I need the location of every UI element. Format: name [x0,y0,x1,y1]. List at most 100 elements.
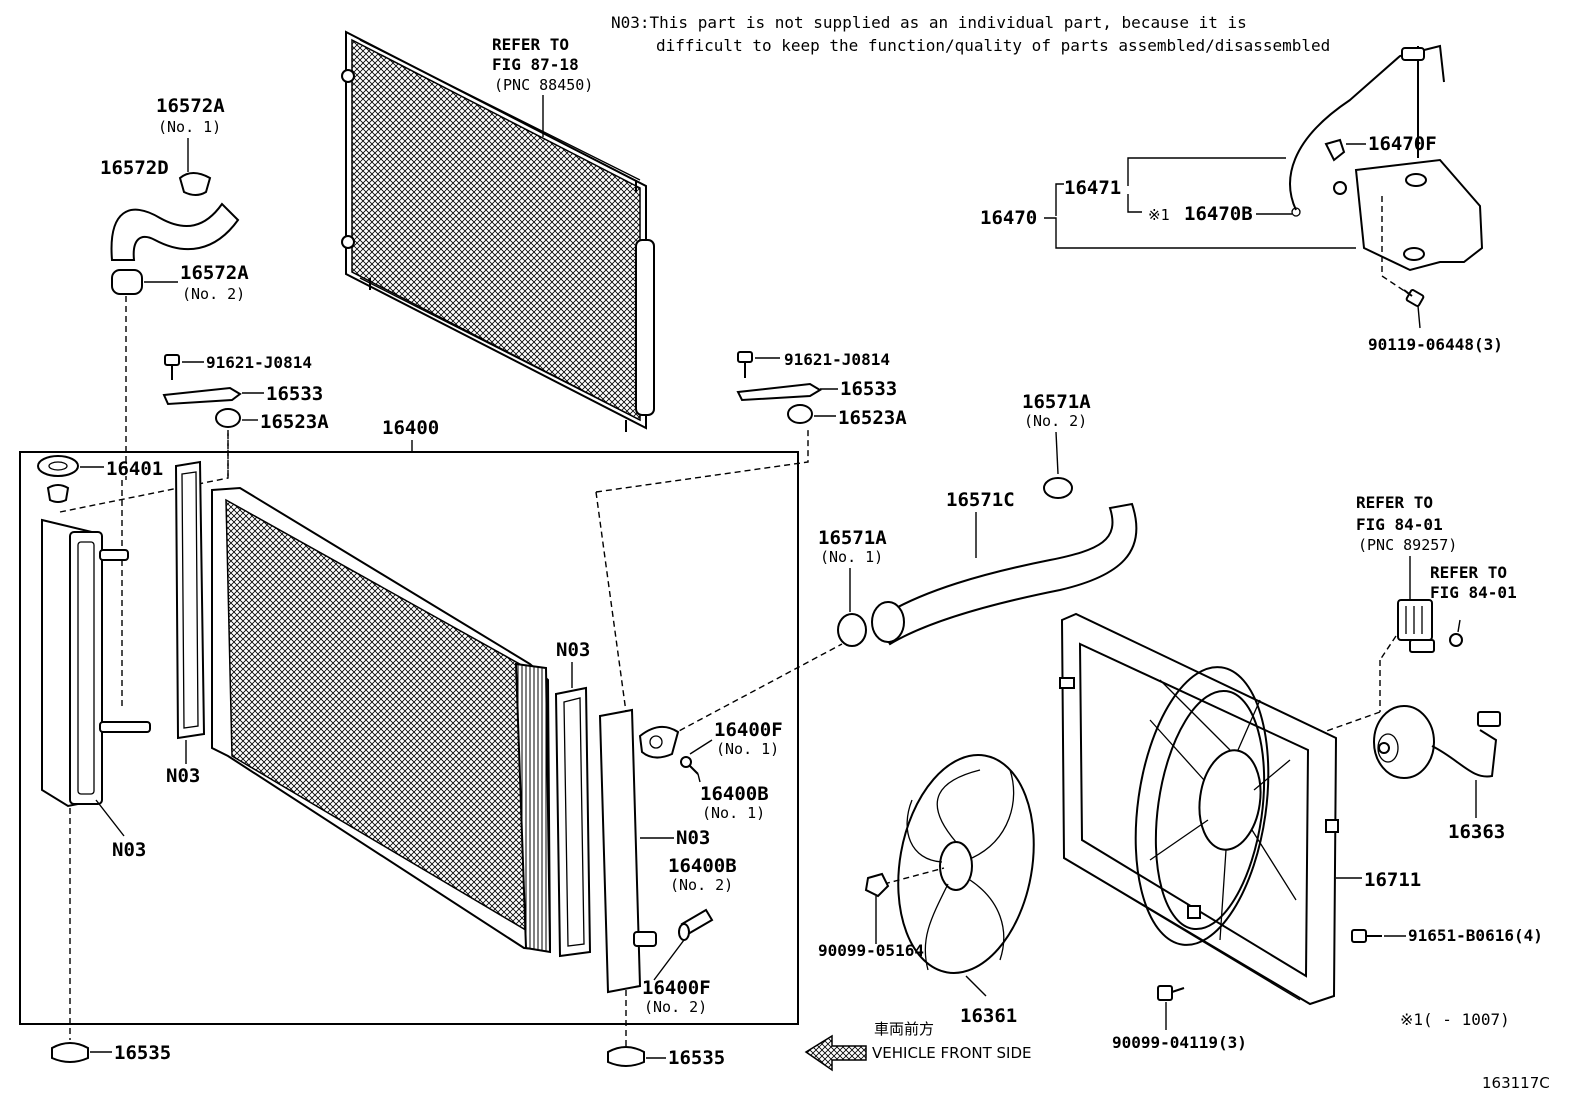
condenser-drawing [341,30,655,432]
left-gasket-n03 [174,460,206,740]
ref-fan-ctrl2-line1: REFER TO [1430,563,1507,582]
label-16470B: 16470B [1184,203,1253,225]
label-16400B-no2: 16400B [668,855,737,877]
cushion-16535-right [607,1046,645,1067]
leader-16361 [965,975,987,997]
hose-clamp-no2 [111,269,143,295]
label-16401: 16401 [106,458,163,480]
right-tank-drain [633,931,657,947]
n03-note-line1: N03:This part is not supplied as an indi… [611,13,1247,32]
vehicle-front-arrow-icon [804,1034,867,1072]
reservoir-tank [1289,44,1484,272]
leader-90119 [1417,305,1421,329]
leader-fan-ctrl2 [1457,619,1461,633]
dash-cap [59,430,229,513]
drain-cock-16400B-no1 [680,756,699,775]
label-91651: 91651-B0616(4) [1408,926,1543,945]
label-16572A-no1-sub: (No. 1) [158,118,221,136]
label-91621-left: 91621-J0814 [206,353,312,372]
lower-hose-end [871,601,905,643]
leader-16400B-no1 [697,773,701,783]
left-tank-gasket-frame [69,531,103,805]
bracket-16470 [1044,217,1356,249]
label-16400: 16400 [382,417,439,439]
leader-n03-a [95,799,125,837]
cooling-fan-16361 [897,754,1035,974]
lower-radiator-hose [874,502,1138,646]
label-16572A-no1: 16572A [156,95,225,117]
label-16400F-no1-sub: (No. 1) [716,740,779,758]
right-tank [598,708,642,994]
label-16400F-no2: 16400F [642,977,711,999]
radiator-cap-16401 [37,455,79,477]
left-tank-pipe-lower [99,721,151,733]
footnote-mark-1: ※1( - 1007) [1400,1010,1510,1029]
label-16400B-no2-sub: (No. 2) [670,876,733,894]
fan-motor-16363 [1373,705,1501,779]
leader-16400F-no2 [653,939,685,981]
label-16470: 16470 [980,207,1037,229]
bracket-16471 [1127,157,1286,186]
bracket-16533-right [736,382,822,402]
figure-code: 163117C [1482,1074,1550,1092]
nut-90099-05164 [864,872,890,898]
right-gasket-n03 [554,686,592,958]
dash-right-tank [595,491,627,713]
label-16470F: 16470F [1368,133,1437,155]
label-90119: 90119-06448(3) [1368,335,1503,354]
leader-16400F-no1 [689,739,713,755]
label-16571A-no1: 16571A [818,527,887,549]
bracket-16533-left [162,386,242,406]
label-16523A-right: 16523A [838,407,907,429]
dash-relay [1379,635,1397,661]
label-16400F-no2-sub: (No. 2) [644,998,707,1016]
label-n03-c: N03 [556,639,590,661]
label-90099-05164: 90099-05164 [818,941,924,960]
label-16400F-no1: 16400F [714,719,783,741]
label-16711: 16711 [1364,869,1421,891]
right-tank-outlet [638,725,680,759]
label-91621-right: 91621-J0814 [784,350,890,369]
hose-clamp-16571A-no2 [1043,477,1073,499]
fan-shroud-16711 [1059,612,1339,1006]
dash-relay-shroud [1317,711,1381,735]
leader-16571A-no2 [1055,431,1059,475]
hose-clamp-no1 [178,172,212,196]
mark-1: ※1 [1148,206,1170,224]
label-n03-b: N03 [166,765,200,787]
bracket-16471-sub [1127,194,1142,213]
dash-right-top [595,428,809,493]
vehicle-front-jp: 車両前方 [874,1020,934,1038]
label-16572D: 16572D [100,157,169,179]
filler-neck [46,484,70,503]
dash-fan-nut [883,867,945,885]
label-16535-right: 16535 [668,1047,725,1069]
ref-fan-ctrl-line1: REFER TO [1356,493,1433,512]
bolt-90119 [1403,289,1425,307]
bolt-91621-right [737,351,753,378]
cushion-16523A-left [215,408,241,428]
ref-fan-ctrl-line2: FIG 84-01 [1356,515,1443,534]
bolt-91621-left [164,354,180,380]
ref-fan-ctrl-line3: (PNC 89257) [1358,536,1457,554]
label-16571C: 16571C [946,489,1015,511]
bolt-90099-04119 [1157,985,1185,1001]
label-16572A-no2-sub: (No. 2) [182,285,245,303]
label-16535-left: 16535 [114,1042,171,1064]
label-16363: 16363 [1448,821,1505,843]
hose-clamp-16571A-no1 [837,613,867,647]
label-n03-a: N03 [112,839,146,861]
dash-lower-hose [661,643,843,741]
label-n03-d: N03 [676,827,710,849]
ref-condenser-line3: (PNC 88450) [494,76,593,94]
label-16571A-no2-sub: (No. 2) [1024,412,1087,430]
label-16533-left: 16533 [266,383,323,405]
ref-fan-ctrl2-line2: FIG 84-01 [1430,583,1517,602]
label-16571A-no1-sub: (No. 1) [820,548,883,566]
label-16361: 16361 [960,1005,1017,1027]
hose-clip-16470B [1291,207,1301,217]
fan-relay-connector [1397,599,1435,653]
cushion-16535-left [51,1042,89,1063]
label-16571A-no2: 16571A [1022,391,1091,413]
